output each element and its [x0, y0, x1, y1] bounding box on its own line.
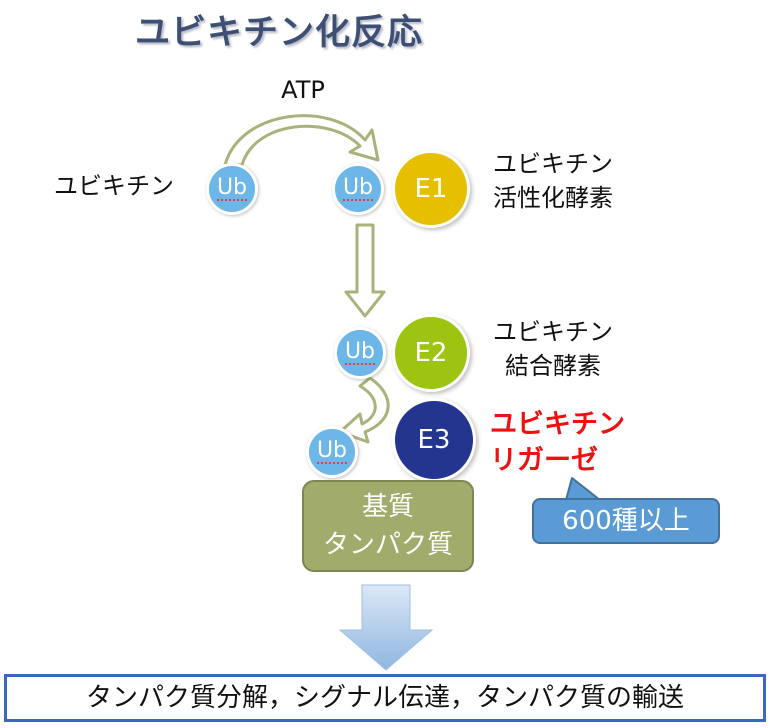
- ubiquitin-label: ユビキチン: [54, 172, 174, 200]
- callout-pointer: [565, 477, 601, 501]
- e3-circle: E3: [392, 398, 476, 482]
- substrate-line2: タンパク質: [322, 530, 453, 560]
- atp-curved-arrow: [223, 114, 380, 167]
- e2-circle: E2: [392, 314, 470, 392]
- atp-label: ATP: [281, 76, 325, 104]
- e2-name-line1: ユビキチン: [493, 318, 613, 346]
- page-title: ユビキチン化反応: [135, 13, 424, 53]
- ub-text: Ub: [344, 339, 376, 365]
- result-down-arrow: [338, 584, 434, 671]
- e1-name-line1: ユビキチン: [493, 150, 613, 178]
- e3-name-line2: リガーゼ: [490, 445, 598, 476]
- e1-ub-circle: Ub: [332, 163, 384, 215]
- e2-ub-circle: Ub: [334, 327, 386, 379]
- ub-text: Ub: [216, 175, 248, 201]
- result-box: タンパク質分解，シグナル伝達，タンパク質の輸送: [4, 674, 766, 722]
- e1-name-line2: 活性化酵素: [493, 184, 613, 212]
- substrate-ub-circle: Ub: [306, 426, 358, 478]
- e2-to-substrate-arrow: [338, 376, 390, 444]
- e2-name-line2: 結合酵素: [505, 352, 601, 380]
- e1-to-e2-arrow: [344, 223, 386, 318]
- e3-name-line1: ユビキチン: [490, 409, 625, 440]
- ub-text: Ub: [342, 175, 374, 201]
- ligase-count-callout: 600種以上: [532, 498, 720, 544]
- substrate-box: 基質 タンパク質: [302, 480, 474, 572]
- ub-text: Ub: [316, 438, 348, 464]
- free-ub-circle: Ub: [206, 163, 258, 215]
- substrate-line1: 基質: [361, 492, 414, 522]
- e1-circle: E1: [392, 150, 470, 228]
